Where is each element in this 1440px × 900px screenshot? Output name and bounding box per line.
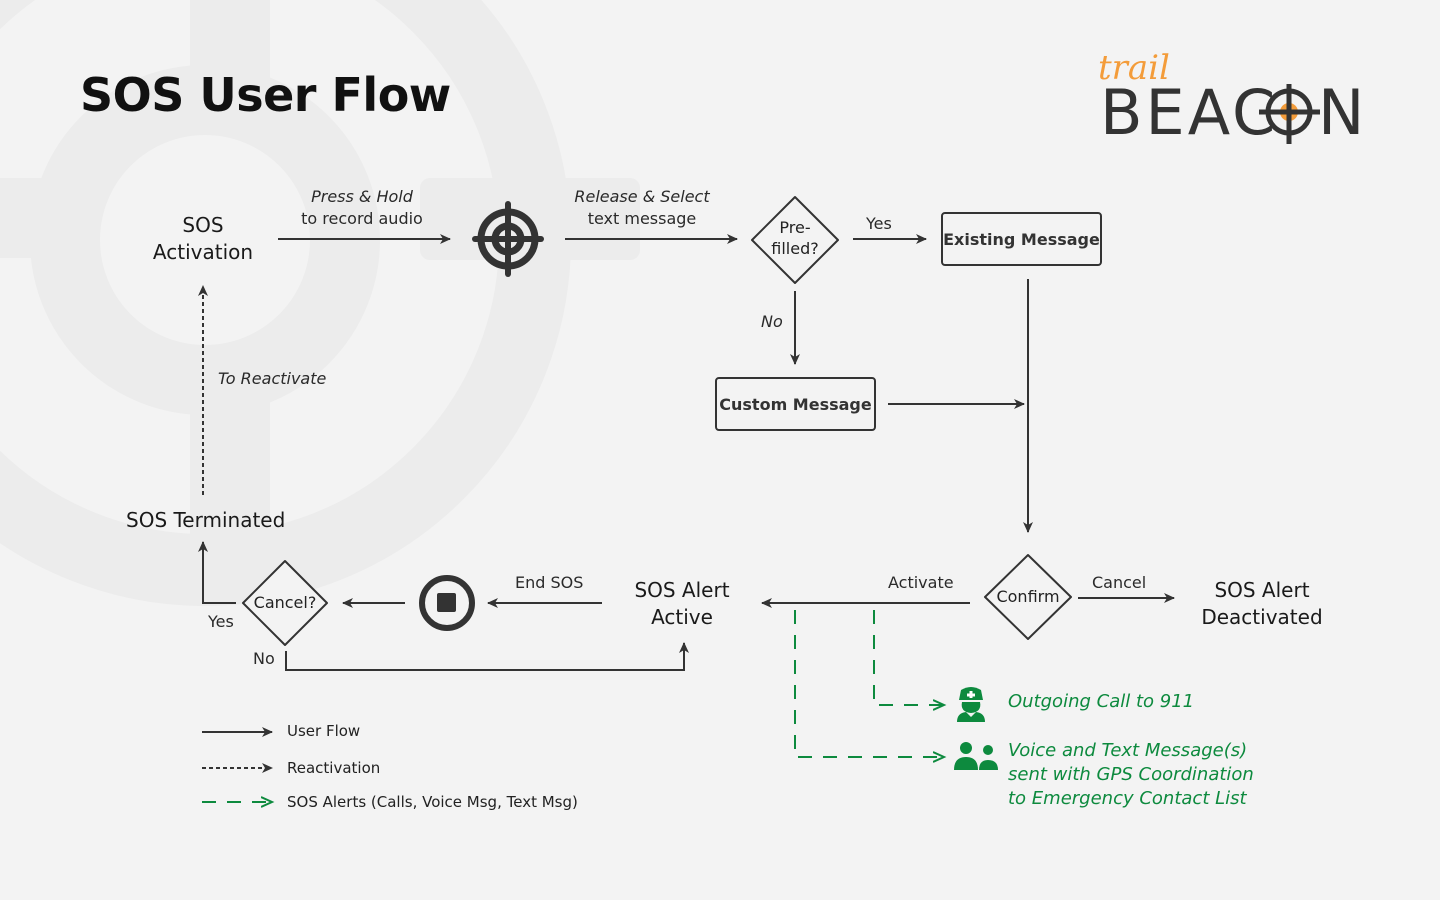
decision-prefilled-line2: filled? [771,239,819,258]
node-sos-activation-line2: Activation [152,240,254,264]
logo-target-icon [1259,84,1320,144]
alert-messages: Voice and Text Message(s) sent with GPS … [1008,739,1254,811]
logo-beacon-prefix: BEAC [1100,76,1279,149]
label-cancel: Cancel [1092,573,1147,592]
alert-path-call [873,610,944,705]
node-deactivated-line1: SOS Alert [1214,578,1310,602]
confirm-decision-shape [984,554,1072,640]
label-no-cancel: No [253,649,275,668]
node-sos-alert-deactivated: SOS Alert Deactivated [1192,577,1332,631]
logo-beacon-suffix: N [1318,76,1368,149]
node-sos-terminated: SOS Terminated [126,508,286,532]
stop-icon [419,575,475,631]
label-activate: Activate [888,573,954,592]
legend-user-flow: User Flow [287,722,361,740]
node-sos-activation: SOS Activation [150,212,256,266]
label-end-sos: End SOS [515,573,584,592]
label-press-hold: Press & Hold to record audio [292,186,432,230]
edge-cancel-no [285,642,689,671]
label-to-reactivate: To Reactivate [218,369,327,388]
node-existing-message: Existing Message [941,212,1102,266]
label-no-prefilled: No [761,312,783,331]
users-icon [954,742,998,770]
node-active-line2: Active [651,605,713,629]
label-release-select: Release & Select text message [567,186,717,230]
node-deactivated-line2: Deactivated [1201,605,1323,629]
edge-cancel-yes [198,541,236,604]
node-custom-message: Custom Message [715,377,876,431]
nurse-icon [957,687,985,722]
label-release-select-line2: text message [587,209,697,228]
label-press-hold-line2: to record audio [301,209,423,228]
alert-outgoing-call: Outgoing Call to 911 [1008,691,1195,712]
label-press-hold-line1: Press & Hold [311,187,413,206]
alert-path-message [794,610,944,757]
alert-messages-line1: Voice and Text Message(s) [1008,740,1248,761]
legend-reactivation: Reactivation [287,759,381,777]
page-title: SOS User Flow [80,68,451,122]
node-sos-alert-active: SOS Alert Active [614,577,750,631]
alert-messages-line3: to Emergency Contact List [1008,788,1247,809]
decision-confirm: Confirm [996,587,1060,606]
alert-messages-line2: sent with GPS Coordination [1008,764,1254,785]
label-release-select-line1: Release & Select [574,187,710,206]
decision-prefilled-line1: Pre- [779,218,811,237]
prefilled-decision-shape [751,196,839,284]
node-sos-activation-line1: SOS [182,213,224,237]
logo-trail-text: trail [1098,48,1170,88]
label-yes-prefilled: Yes [866,214,892,233]
decision-prefilled: Pre- filled? [760,217,830,259]
label-yes-cancel: Yes [208,612,234,631]
decision-cancel: Cancel? [253,593,317,612]
legend-sos-alerts: SOS Alerts (Calls, Voice Msg, Text Msg) [287,793,578,811]
cancel-decision-shape [242,560,328,646]
node-active-line1: SOS Alert [634,578,730,602]
crosshair-icon [472,201,544,277]
